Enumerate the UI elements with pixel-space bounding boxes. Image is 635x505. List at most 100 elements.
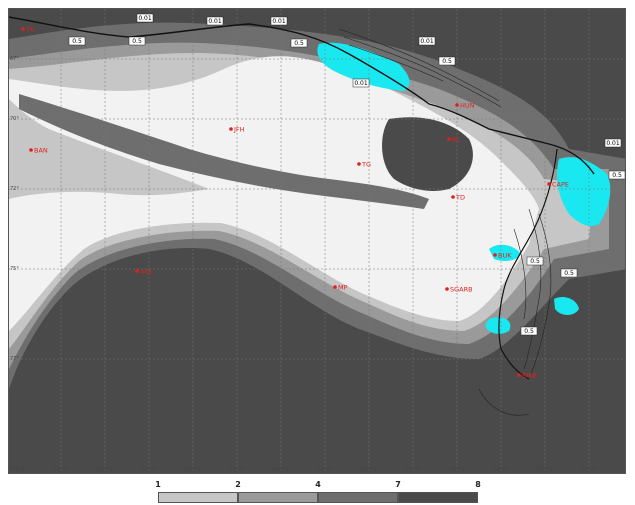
station-hun[interactable]: HUN <box>455 102 475 110</box>
contour-label: 0.5 <box>68 36 86 46</box>
station-tk[interactable]: TK <box>21 26 35 34</box>
contour-label-box <box>136 13 154 23</box>
contour-label-text: 0.5 <box>294 40 304 47</box>
ice-area-southeast <box>485 317 511 334</box>
station-aol[interactable]: AOL <box>135 268 153 276</box>
contour-label: 0.5 <box>520 326 538 336</box>
contour-label-box <box>128 36 146 46</box>
contour-label-text: 0.01 <box>272 18 286 25</box>
x-axis-tick-label: 110°E <box>9 467 25 473</box>
station-dot-icon <box>517 373 521 377</box>
station-mp[interactable]: MP <box>333 284 348 292</box>
contour-label-text: 0.01 <box>420 38 434 45</box>
x-axis-tick-label: 120°E <box>97 467 113 473</box>
station-dot-icon <box>547 182 551 186</box>
station-td[interactable]: TD <box>451 194 465 202</box>
map-frame[interactable]: 0.01 0.01 0.01 0.5 0.5 0.5 0.01 0.5 0.01 0.5 0.5 0.… <box>8 8 626 474</box>
station-label: BUK <box>498 252 512 260</box>
contour-label-box <box>206 16 224 26</box>
x-axis-tick-label: 145°E <box>317 467 333 473</box>
y-axis-tick-label: 75° <box>10 266 19 272</box>
station-bikb[interactable]: BIKB <box>517 372 537 380</box>
station-jfh[interactable]: JFH <box>229 126 245 134</box>
ice-area-east <box>557 157 611 226</box>
station-dot-icon <box>333 285 337 289</box>
station-buk[interactable]: BUK <box>493 252 512 260</box>
contour-label-text: 0.5 <box>612 172 622 179</box>
station-label: BAN <box>34 147 48 155</box>
gridlines <box>9 9 625 473</box>
station-label: SGARB <box>450 286 473 294</box>
ice-area-east-small <box>554 297 579 315</box>
contour-label: 0.01 <box>352 78 370 88</box>
x-axis-tick-label: 135°E <box>229 467 245 473</box>
contour-label-box <box>438 56 456 66</box>
y-axis-tick-label: 67° <box>10 56 19 62</box>
contour-label: 0.5 <box>290 38 308 48</box>
station-dot-icon <box>21 27 25 31</box>
legend-tick-label: 1 <box>155 480 161 489</box>
contour-label-box <box>604 138 622 148</box>
legend-swatch <box>318 492 398 503</box>
legend-swatch <box>398 492 478 503</box>
east-coastline <box>498 148 558 380</box>
contour-label-text: 0.5 <box>72 38 82 45</box>
legend-tick-label: 4 <box>315 480 321 489</box>
legend-swatch <box>238 492 318 503</box>
contour-label: 0.01 <box>604 138 622 148</box>
station-dot-icon <box>447 137 451 141</box>
x-axis-tick-label: 175°E <box>581 467 597 473</box>
station-label: TK <box>25 26 35 34</box>
contour-label: 0.5 <box>560 268 578 278</box>
station-dot-icon <box>493 253 497 257</box>
contour-label-text: 0.5 <box>132 38 142 45</box>
station-tg[interactable]: TG <box>357 161 371 169</box>
contour-label-text: 0.5 <box>564 270 574 277</box>
contour-label-box <box>352 78 370 88</box>
contour-label: 0.01 <box>136 13 154 23</box>
station-dot-icon <box>357 162 361 166</box>
station-ban[interactable]: BAN <box>29 147 48 155</box>
x-axis-tick-label: 125°E <box>141 467 157 473</box>
field-level-8-east <box>382 117 473 191</box>
station-bl[interactable]: BL <box>447 136 460 144</box>
contour-label-text: 0.5 <box>530 258 540 265</box>
contour-label: 0.01 <box>418 36 436 46</box>
station-cape[interactable]: CAPE <box>547 181 569 189</box>
station-label: TG <box>361 161 371 169</box>
x-axis-tick-label: 140°E <box>273 467 289 473</box>
station-dot-icon <box>29 148 33 152</box>
ice-area-mid-east <box>489 244 521 262</box>
contour-label: 0.5 <box>128 36 146 46</box>
contour-label-text: 0.01 <box>208 18 222 25</box>
ice-area-north <box>317 42 410 91</box>
station-dot-icon <box>445 287 449 291</box>
x-axis-tick-label: 155°E <box>405 467 421 473</box>
x-axis-tick-label: 170°E <box>537 467 553 473</box>
station-label: BL <box>452 136 460 144</box>
station-label: BIKB <box>522 372 537 380</box>
contour-label-text: 0.5 <box>524 328 534 335</box>
map-canvas[interactable]: 0.01 0.01 0.01 0.5 0.5 0.5 0.01 0.5 0.01 0.5 0.5 0.… <box>9 9 626 474</box>
contour-label-box <box>526 256 544 266</box>
contour-label: 0.5 <box>608 170 625 180</box>
contour-labels: 0.01 0.01 0.01 0.5 0.5 0.5 0.01 0.5 0.01 0.5 0.5 0.… <box>68 13 625 336</box>
contour-label-box <box>560 268 578 278</box>
contour-label: 0.5 <box>526 256 544 266</box>
contour-label: 0.01 <box>270 16 288 26</box>
station-label: CAPE <box>552 181 569 189</box>
legend-tick-label: 2 <box>235 480 241 489</box>
contour-label-text: 0.01 <box>354 80 368 87</box>
x-axis-tick-label: 160°E <box>449 467 465 473</box>
x-axis-tick-label: 165°E <box>493 467 509 473</box>
contour-label-box <box>270 16 288 26</box>
y-axis-tick-label: 77° <box>10 356 19 362</box>
contour-label-text: 0.5 <box>442 58 452 65</box>
contour-label-box <box>290 38 308 48</box>
stations: MP TD SGARB BIKB BAN JFH TG AOL CAPE HUN BL BUK TK <box>21 26 569 380</box>
station-sgarb[interactable]: SGARB <box>445 286 473 294</box>
station-dot-icon <box>455 103 459 107</box>
station-label: TD <box>455 194 465 202</box>
contour-label: 0.5 <box>438 56 456 66</box>
